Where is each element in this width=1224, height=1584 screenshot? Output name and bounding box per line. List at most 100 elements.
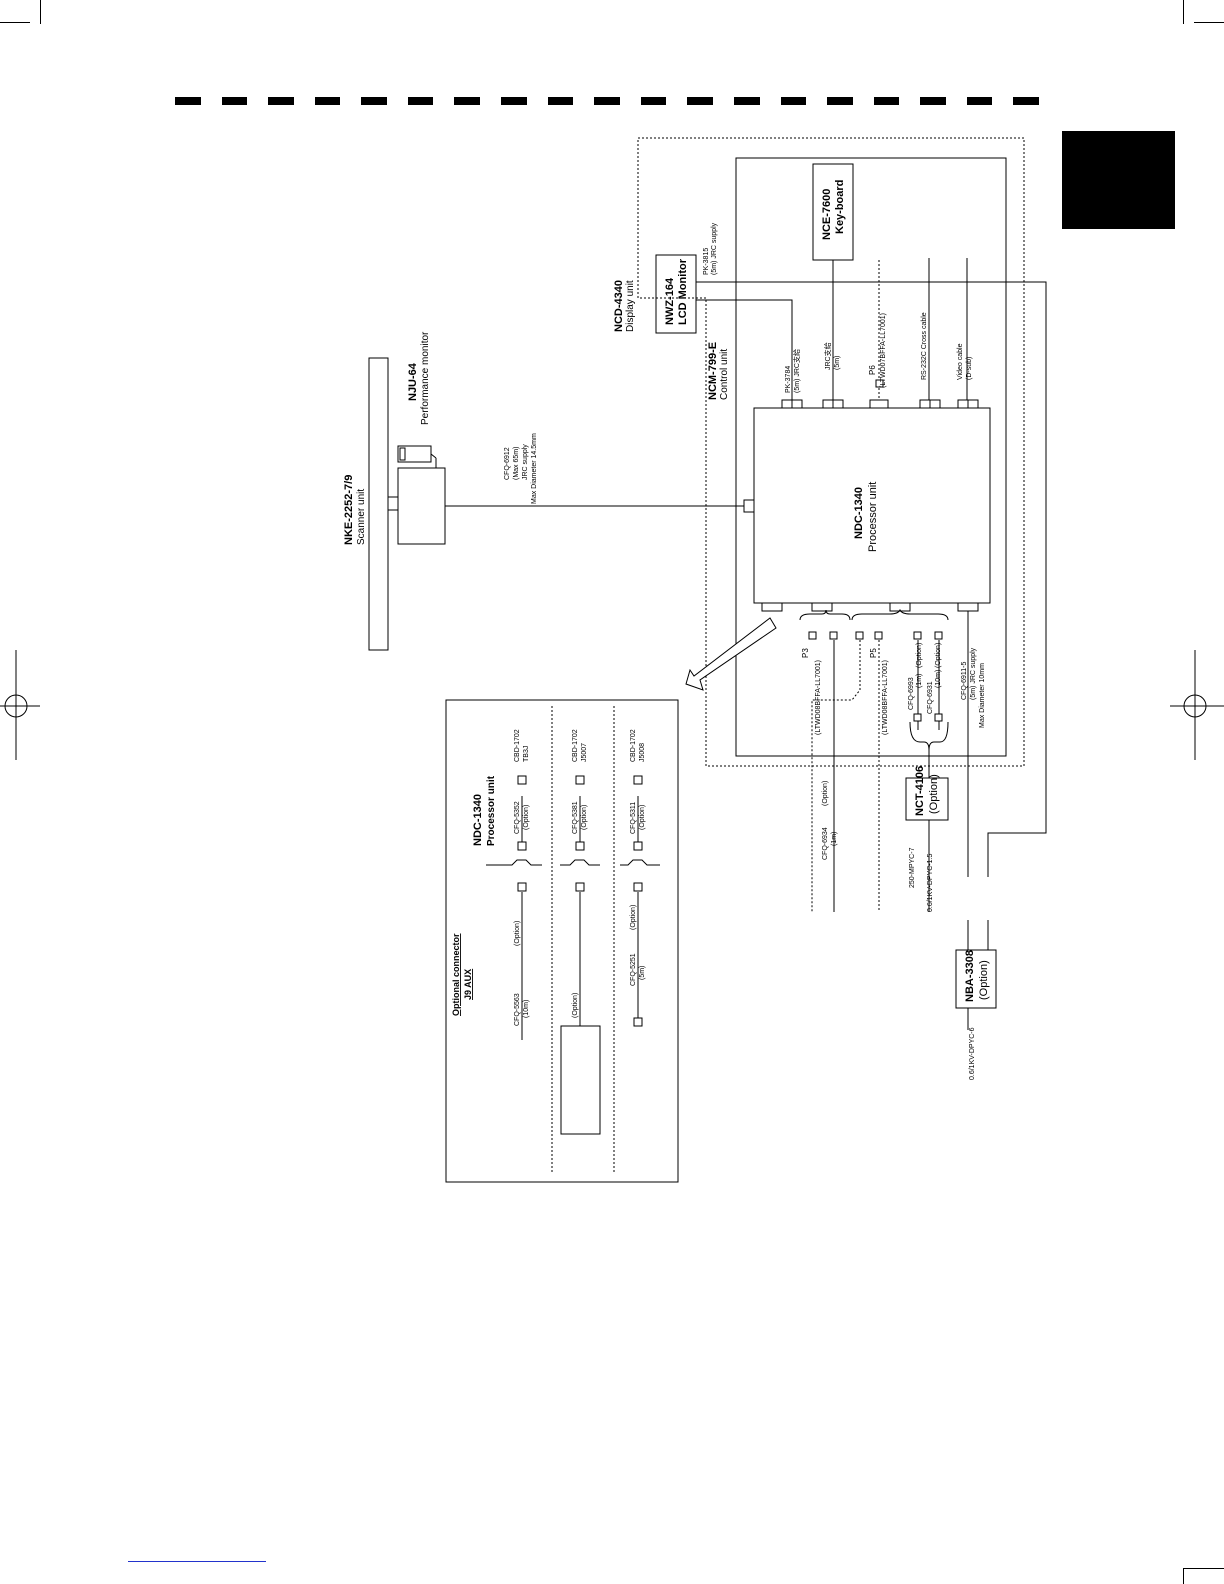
nct-4106-box: [905, 777, 949, 821]
processor-unit-box: [753, 407, 991, 604]
row1-p-opt: (Option): [523, 805, 530, 830]
performance-monitor-lead: [430, 453, 437, 459]
crop-mark-bottom-right-v: [1183, 1568, 1184, 1584]
cfq6934-opt: (Option): [822, 781, 829, 806]
optional-row-3-connectors: [633, 775, 643, 1027]
row3-cable: CFQ-5251: [630, 953, 637, 986]
optional-connector-box: [445, 699, 679, 1183]
video-label-2: (D-sub): [966, 357, 973, 380]
chapter-tab: [1062, 131, 1175, 229]
video-label-1: Video cable: [957, 343, 964, 380]
crop-mark-top-left: [0, 22, 30, 23]
cfq6993-label-1: CFQ-6993: [908, 677, 915, 710]
control-unit-name: Control unit: [719, 349, 730, 400]
row3-conn-id: J5008: [639, 743, 646, 762]
control-unit-model: NCM-799-E: [707, 342, 719, 400]
cfq6931-label-1: CFQ-6931: [927, 681, 934, 714]
row1-p-cable: CFQ-5352: [514, 801, 521, 834]
cfq6934-label-2: (1m): [831, 832, 838, 846]
lcd-monitor-name: LCD Monitor: [677, 258, 689, 325]
perf-monitor-name: Performance monitor: [420, 331, 431, 425]
processor-port-scanner: [743, 499, 755, 513]
optional-row-1-lines: [486, 796, 542, 1040]
processor-top-ports: [781, 399, 979, 409]
scanner-cable-label-3: JRC supply: [522, 444, 529, 480]
pk3784-label-2: (5m) JRC支給: [792, 349, 801, 393]
scanner-cable-label-2: (Max 65m): [513, 447, 520, 480]
lcd-monitor-box: [655, 254, 697, 334]
cfq6911-label-2: (5m) JRC supply: [970, 647, 977, 700]
registration-mark-right: [1170, 650, 1224, 760]
scanner-name: Scanner unit: [356, 489, 367, 545]
row3-p-cable: CFQ-5311: [630, 802, 637, 834]
row1-conn-id: TB3J: [523, 746, 530, 762]
cfq6911-label-1: CFQ-6911-5: [961, 662, 968, 700]
optional-row-2-lines: [560, 796, 600, 1026]
display-unit-model: NCD-4340: [613, 280, 625, 332]
processor-bottom-ports: [761, 602, 979, 612]
performance-monitor-port: [399, 447, 406, 461]
row2-conn-id: J5007: [581, 743, 588, 762]
optional-title: Optional connector: [451, 933, 461, 1016]
scanner-antenna-bar: [368, 357, 389, 651]
perf-monitor-model: NJU-64: [407, 362, 419, 401]
row1-opt: (Option): [514, 921, 521, 946]
scanner-pedestal: [397, 467, 446, 545]
optional-row-3-lines: [620, 796, 660, 1018]
p6-label-2: (LTWD07BFFA-LL7001): [880, 313, 887, 388]
footer-rule: [128, 1561, 266, 1562]
crop-mark-bottom-right: [1183, 1568, 1224, 1569]
registration-mark-left: [0, 650, 40, 760]
mpyc-label: 250-MPYC-7: [909, 847, 916, 888]
crop-mark-top-right-v: [1183, 0, 1184, 24]
p6-label-1: P6: [868, 365, 877, 375]
processor-unit-name: Processor unit: [867, 482, 879, 552]
scanner-cable-label-1: CFQ-6912: [504, 447, 511, 480]
rs232c-label: RS-232C Cross cable: [921, 312, 928, 380]
keyboard-name: Key-board: [834, 180, 846, 234]
cfq6911-label-3: Max Diameter 10mm: [979, 663, 986, 728]
lcd-cable-label-2: (5m) JRC supply: [711, 222, 718, 275]
row2-p-opt: (Option): [581, 805, 588, 830]
cfq6993-label-2: (1m): [916, 674, 923, 688]
row2-external-device: [560, 1025, 601, 1135]
lcd-monitor-model: NWZ-164: [664, 277, 676, 325]
row2-p-cable: CFQ-5381: [572, 801, 579, 834]
cfq6931-opt: (Option): [935, 643, 942, 668]
row2-left-opt: (Option): [572, 993, 579, 1018]
row3-opt: (Option): [630, 905, 637, 930]
row1-conn: CBD-1702: [514, 729, 521, 762]
pk3784-label-1: PK-3784: [785, 366, 792, 393]
nct-model: NCT-4106: [914, 766, 926, 816]
header-dash-rule: [175, 97, 1060, 105]
row1-len: (10m): [523, 1000, 530, 1018]
p3-label-1: P3: [801, 648, 810, 658]
cfq6931-label-2: (10m): [935, 670, 942, 688]
scanner-model: NKE-2252-7/9: [343, 475, 355, 545]
lcd-cable-label-1: PK-3815: [703, 248, 710, 275]
crop-mark-top-left-v: [40, 0, 41, 24]
nct-name: (Option): [928, 774, 940, 814]
processor-unit-model: NDC-1340: [853, 487, 865, 539]
optional-row-2-connectors: [575, 775, 585, 892]
nba-3308-box: [955, 949, 997, 1009]
optional-subtitle: J9 AUX: [463, 969, 473, 1000]
cfq6934-label-1: CFQ-6934: [822, 827, 829, 860]
p5-label-1: P5: [869, 648, 878, 658]
row2-conn: CBD-1702: [572, 729, 579, 762]
cfq6993-opt: (Option): [916, 643, 923, 668]
p6-connector: [875, 379, 884, 388]
nba-model: NBA-3308: [964, 950, 976, 1002]
bottom-connectors: [808, 631, 943, 722]
optional-row-1-connectors: [517, 775, 527, 892]
row1-cable: CFQ-5563: [514, 993, 521, 1026]
row3-conn: CBD-1702: [630, 729, 637, 762]
kb-cable-label-1: JRC支給: [823, 342, 832, 370]
keyboard-model: NCE-7600: [821, 189, 833, 240]
display-unit-outline: [637, 137, 1025, 767]
kb-cable-label-2: (5m): [834, 356, 841, 370]
detail-arrow: [685, 617, 777, 691]
processor-top-cables: [696, 258, 1047, 877]
